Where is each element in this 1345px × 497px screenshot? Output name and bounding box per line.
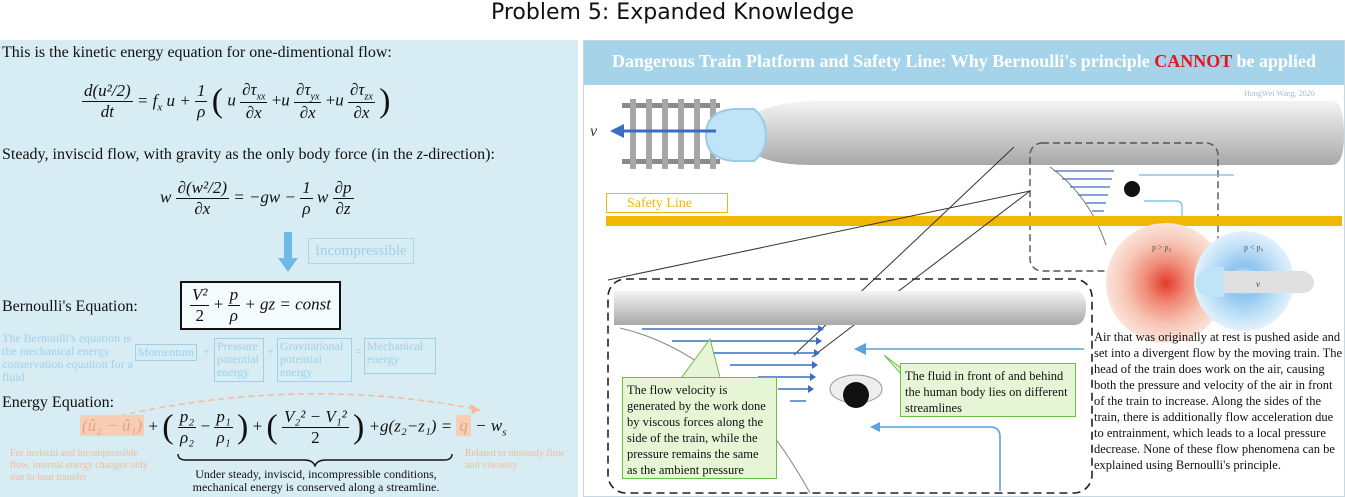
eq1-lhs-num: d(u²/2) <box>82 81 133 103</box>
energy-p2: p₂ <box>177 407 197 428</box>
velocity-arrow <box>610 124 716 138</box>
dashed-arc <box>109 393 481 419</box>
unsteady-note: Related to unsteady flow and viscosity <box>465 448 565 471</box>
bern-gz: + gz = const <box>244 294 332 314</box>
inviscid-note: For inviscid and incompressible flow, in… <box>10 448 148 483</box>
down-arrow-icon <box>278 232 298 272</box>
eq1-t3-num: ∂τzx <box>348 80 375 104</box>
eq1-one: 1 <box>194 81 208 103</box>
eq2-w: w <box>160 187 172 207</box>
low-pressure-label: p < p₀ <box>1244 243 1264 252</box>
high-pressure-label: p > p₀ <box>1152 243 1172 252</box>
energy-v-num: V₂² − V₁² <box>281 407 349 428</box>
diagram-title-bar <box>584 41 1344 85</box>
energy-equation-label: Energy Equation: <box>2 394 115 411</box>
train-body <box>744 101 1344 165</box>
brace-note: Under steady, inviscid, incompressible c… <box>192 467 440 494</box>
incompressible-box: Incompressible <box>308 238 414 264</box>
callout-viscous-flow: The flow velocity is generated by the wo… <box>622 377 777 479</box>
platform-yellow-line <box>606 216 1342 226</box>
streamlines-small <box>1139 174 1234 245</box>
person-small <box>1124 181 1140 197</box>
zoom-connector <box>811 190 1031 358</box>
plus-sign: + <box>203 344 210 358</box>
train-diagram <box>606 99 1344 494</box>
internal-energy-term: (û₂ − û₁) <box>80 415 145 437</box>
velocity-profile-zoomed <box>642 328 818 402</box>
explanation-text: Air that was originally at rest is pushe… <box>1094 330 1343 472</box>
zoom-connector <box>607 190 1031 281</box>
eq2-mid: = −gw − <box>233 187 296 207</box>
zoom-region-outline <box>607 278 1093 494</box>
bernoulli-label: Bernoulli's Equation: <box>2 298 138 315</box>
eq1-lhs-den: dt <box>100 102 114 122</box>
pressure-energy-box: Pressure potential energy <box>214 338 264 382</box>
eq2-num: ∂(w²/2) <box>175 178 229 199</box>
energy-p1: p₁ <box>214 407 233 428</box>
eq2-den: ∂x <box>194 199 211 218</box>
heat-term: q <box>456 415 471 437</box>
momentum-box: Momentum <box>135 344 197 361</box>
page-title: Problem 5: Expanded Knowledge <box>490 0 855 25</box>
safety-line-label: Safety Line <box>606 193 728 213</box>
callout-streamlines: The fluid in front of and behind the hum… <box>900 363 1076 417</box>
train-nose-window <box>704 108 768 162</box>
person-top-view <box>829 374 883 408</box>
velocity-profile-small <box>1054 170 1114 212</box>
eq2-dp: ∂p <box>332 178 354 199</box>
streamlines-zoomed <box>860 348 1084 491</box>
equations-panel: This is the kinetic energy equation for … <box>0 40 578 497</box>
eq1-u1: u <box>227 90 236 110</box>
eq1-t1-num: ∂τxx <box>240 80 268 104</box>
bernoulli-note: The Bernoulli's equation is the mechanic… <box>2 331 133 384</box>
train-diagram-panel: Dangerous Train Platform and Safety Line… <box>583 40 1345 497</box>
mechanical-energy-box: Mechanical energy <box>364 338 436 374</box>
eq1-t2-num: ∂τyx <box>294 80 322 104</box>
plus-sign: + <box>267 344 274 358</box>
diagram-title: Dangerous Train Platform and Safety Line… <box>612 51 1316 71</box>
eq1-rho: ρ <box>197 102 206 122</box>
eq1-t2-den: ∂x <box>299 103 316 123</box>
gravitational-energy-box: Gravitational potential energy <box>277 338 352 382</box>
velocity-label: v <box>590 123 598 140</box>
eq1-fx: = fx u + <box>136 90 191 113</box>
eq1-t1-den: ∂x <box>245 103 262 123</box>
bern-p: p <box>227 285 241 306</box>
underbrace <box>177 453 453 467</box>
eq2-dz: ∂z <box>335 199 351 218</box>
equals-sign: = <box>355 344 362 358</box>
eq1-t3-den: ∂x <box>353 103 370 123</box>
credit: HongWei Wang, 2020 <box>1244 89 1315 98</box>
train-velocity-small-label: v <box>1256 279 1260 289</box>
train-side-zoomed <box>614 291 1086 325</box>
pressure-field <box>1106 223 1314 343</box>
energy-gz: +g(z₂−z₁) = <box>368 416 453 436</box>
bern-v2: V² <box>190 285 210 306</box>
cannot-word: CANNOT <box>1154 51 1232 71</box>
work-term: − ws <box>475 416 507 439</box>
steady-flow-text: Steady, inviscid flow, with gravity as t… <box>2 146 495 163</box>
intro-text: This is the kinetic energy equation for … <box>2 44 392 61</box>
